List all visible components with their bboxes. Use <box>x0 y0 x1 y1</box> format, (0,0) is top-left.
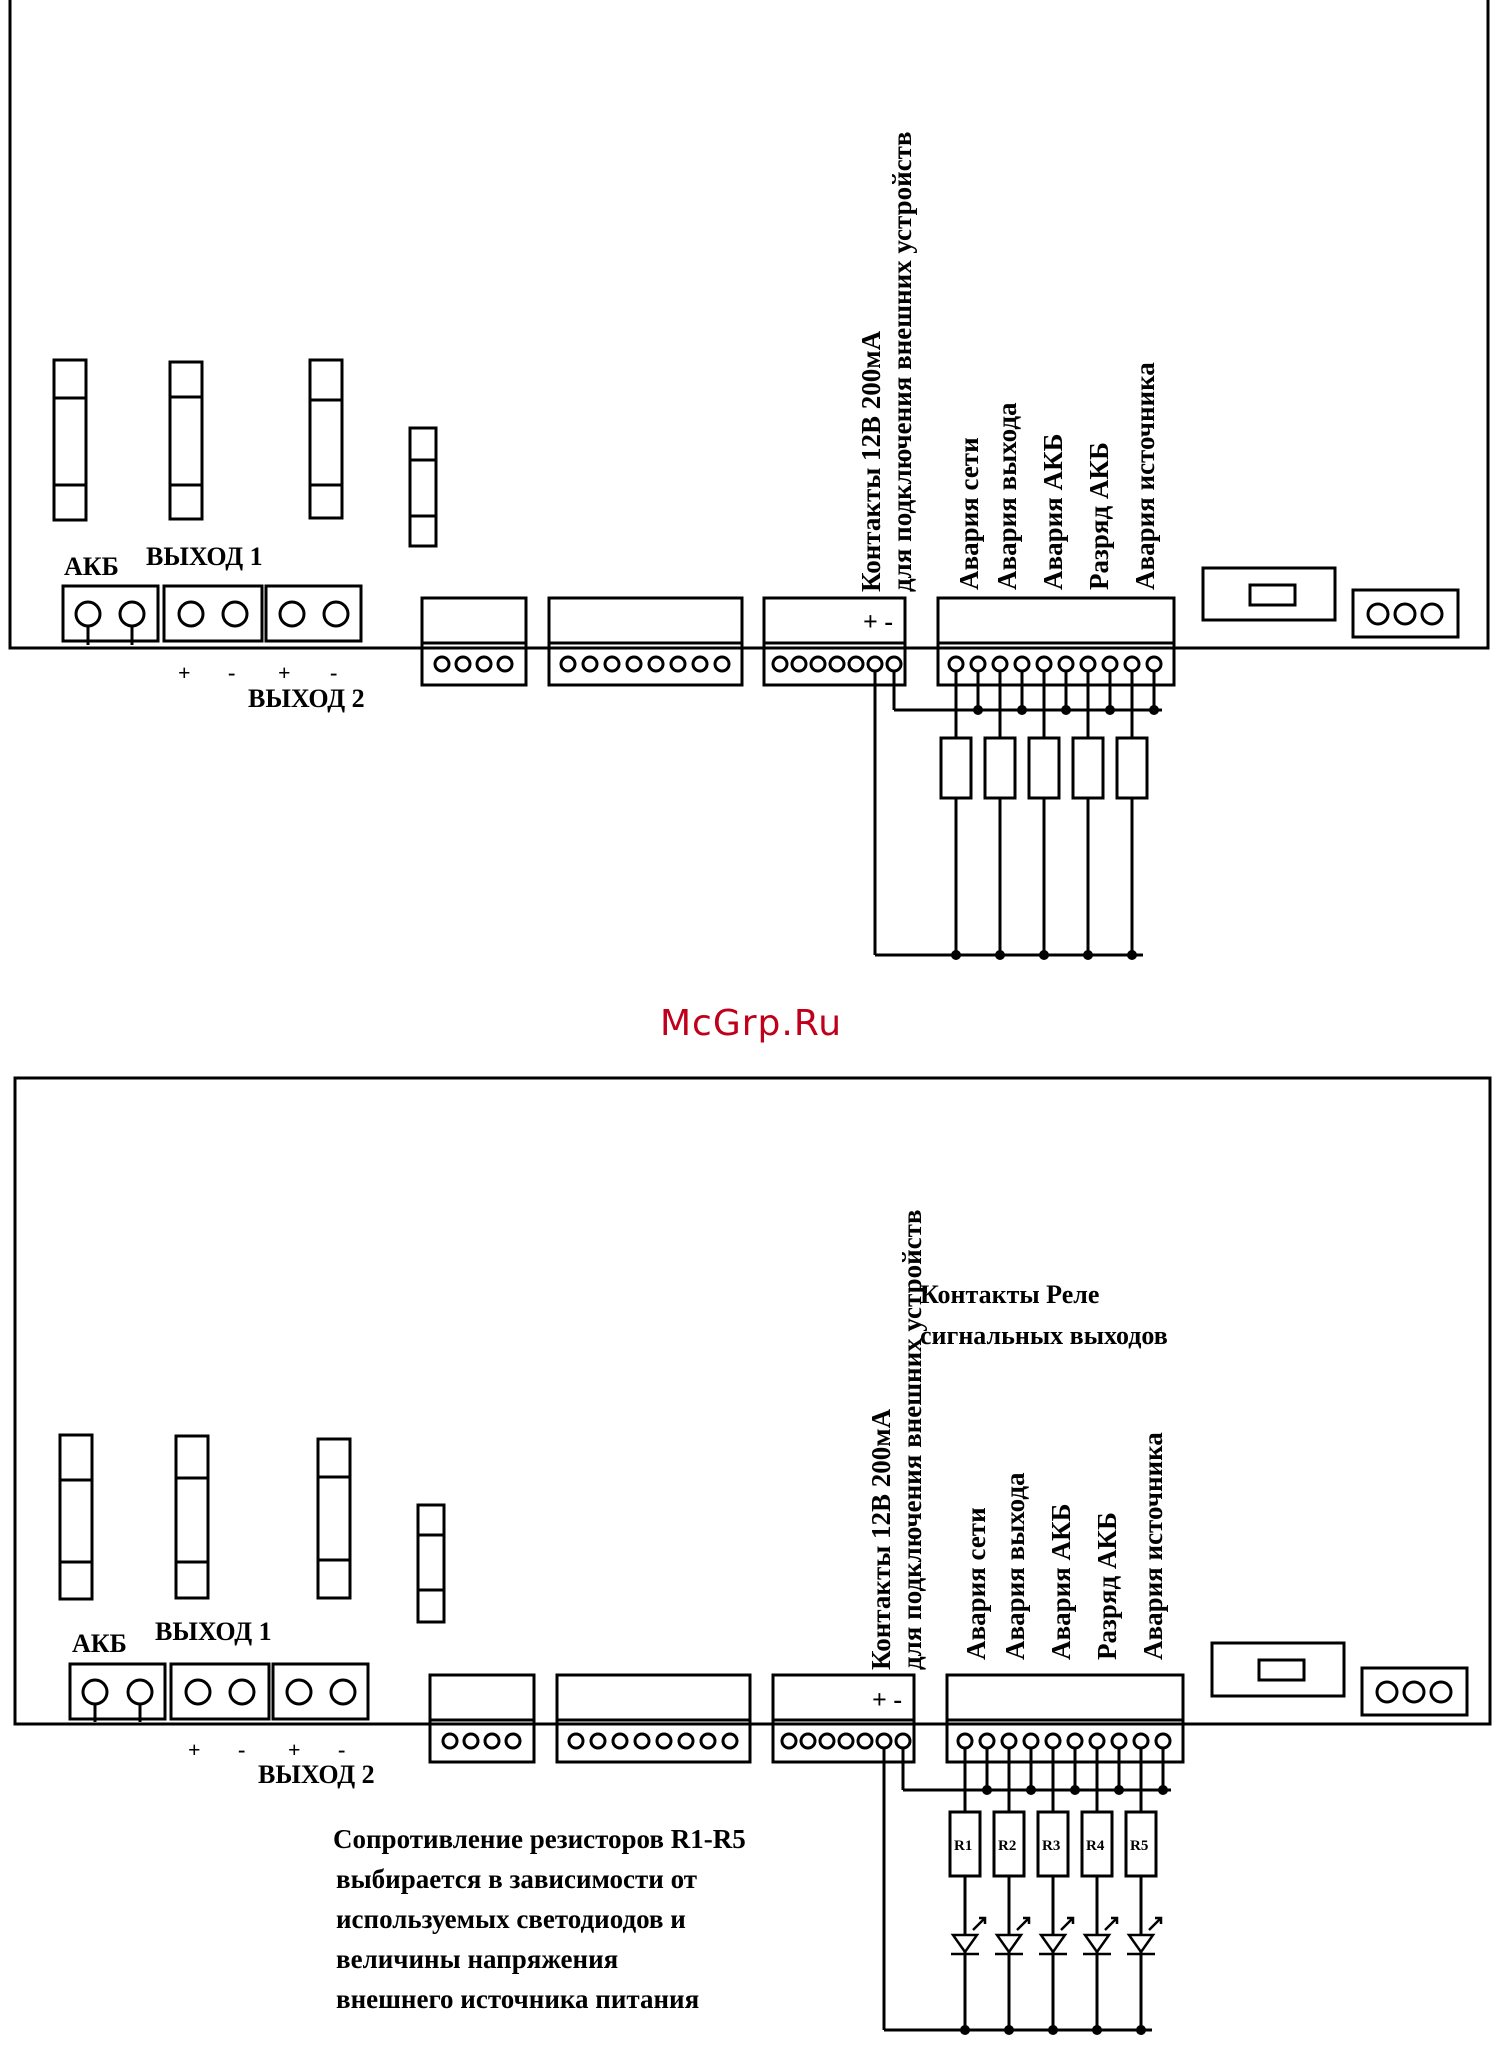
label-minus: - <box>330 660 337 685</box>
label-output2: ВЫХОД 2 <box>248 684 365 713</box>
board-outline <box>13 1076 1492 1726</box>
label-output1: ВЫХОД 1 <box>146 542 263 571</box>
resistor-label: R3 <box>1042 1838 1060 1854</box>
fuse-akb <box>52 358 88 522</box>
terminal-akb <box>68 1662 167 1721</box>
note-line: используемых светодиодов и <box>336 1904 686 1934</box>
label-signal: Авария выхода <box>1000 1472 1030 1660</box>
fuse-output1 <box>174 1434 210 1600</box>
label-signal: Авария источника <box>1130 362 1160 590</box>
label-relay-heading-line2: сигнальных выходов <box>920 1321 1168 1350</box>
switch <box>1201 566 1337 622</box>
resistor-label: R2 <box>998 1838 1016 1854</box>
resistor-label: R4 <box>1086 1838 1105 1854</box>
label-contacts-line2: для подключения внешних устройств <box>887 131 917 592</box>
connector-relay <box>936 596 1176 687</box>
connector-4pin <box>420 596 528 687</box>
label-minus: - <box>238 1737 245 1762</box>
connector-12v-contacts <box>771 1673 916 1764</box>
wiring-top <box>873 671 1162 957</box>
resistor-label: R1 <box>954 1838 972 1854</box>
label-signal: Авария сети <box>954 437 984 590</box>
resistor-label: R5 <box>1130 1838 1148 1854</box>
led-1 <box>950 1916 987 1956</box>
label-signal: Разряд АКБ <box>1092 1512 1122 1660</box>
resistor-top-2 <box>983 736 1017 800</box>
label-plus-minus: + - <box>863 607 893 636</box>
fuse-output2 <box>308 358 344 520</box>
note-line: величины напряжения <box>336 1944 618 1974</box>
note-line: выбирается в зависимости от <box>336 1864 697 1894</box>
label-signal: Авария АКБ <box>1046 1504 1076 1660</box>
label-plus: + <box>188 1737 201 1762</box>
terminal-output1 <box>162 584 264 643</box>
diagram-top: АКБ ВЫХОД 1 + - + - ВЫХОД 2 + - Контакты… <box>8 0 1490 960</box>
led-4 <box>1082 1916 1119 1956</box>
note-line: внешнего источника питания <box>336 1984 699 2014</box>
label-output2: ВЫХОД 2 <box>258 1760 375 1789</box>
led-5 <box>1126 1916 1163 1956</box>
led-3 <box>1038 1916 1075 1956</box>
watermark: McGrp.Ru <box>660 1003 842 1044</box>
label-signal: Авария выхода <box>992 402 1022 590</box>
header-3pin <box>1351 588 1460 639</box>
connector-8pin <box>555 1673 752 1764</box>
terminal-akb <box>61 584 160 643</box>
connector-12v-contacts <box>762 596 907 687</box>
label-minus: - <box>338 1737 345 1762</box>
board-outline <box>8 0 1490 650</box>
connector-relay <box>945 1673 1185 1764</box>
led-2 <box>994 1916 1031 1956</box>
label-akb: АКБ <box>72 1629 127 1658</box>
terminal-output2 <box>264 584 363 643</box>
fuse-small <box>416 1503 446 1624</box>
resistor-top-3 <box>1027 736 1061 800</box>
fuse-akb <box>58 1433 94 1601</box>
label-signal: Авария сети <box>961 1507 991 1660</box>
label-plus: + <box>288 1737 301 1762</box>
label-contacts-line1: Контакты 12В 200мА <box>866 1408 896 1670</box>
fuse-output1 <box>168 360 204 521</box>
label-relay-heading-line1: Контакты Реле <box>920 1280 1099 1309</box>
label-minus: - <box>228 660 235 685</box>
label-contacts-line2: для подключения внешних устройств <box>897 1209 927 1670</box>
terminal-output1 <box>169 1662 271 1721</box>
diagram-bottom: R1 R2 R3 R4 R5 АКБ ВЫХОД 1 + - + - ВЫХОД… <box>13 1076 1492 2035</box>
label-plus-minus: + - <box>872 1685 902 1714</box>
resistor-top-5 <box>1115 736 1149 800</box>
label-contacts-line1: Контакты 12В 200мА <box>856 330 886 592</box>
connector-4pin <box>428 1673 536 1764</box>
label-signal: Авария источника <box>1138 1432 1168 1660</box>
label-akb: АКБ <box>64 552 119 581</box>
label-plus: + <box>278 660 291 685</box>
switch <box>1210 1641 1346 1698</box>
terminal-output2 <box>271 1662 370 1721</box>
fuse-small <box>408 426 438 548</box>
note-line: Сопротивление резисторов R1-R5 <box>333 1824 746 1854</box>
resistor-top-4 <box>1071 736 1105 800</box>
fuse-output2 <box>316 1437 352 1600</box>
label-plus: + <box>178 660 191 685</box>
resistor-top-1 <box>939 736 973 800</box>
header-3pin <box>1360 1666 1469 1717</box>
label-output1: ВЫХОД 1 <box>155 1617 272 1646</box>
label-signal: Авария АКБ <box>1038 434 1068 590</box>
connector-8pin <box>547 596 744 687</box>
label-signal: Разряд АКБ <box>1084 442 1114 590</box>
